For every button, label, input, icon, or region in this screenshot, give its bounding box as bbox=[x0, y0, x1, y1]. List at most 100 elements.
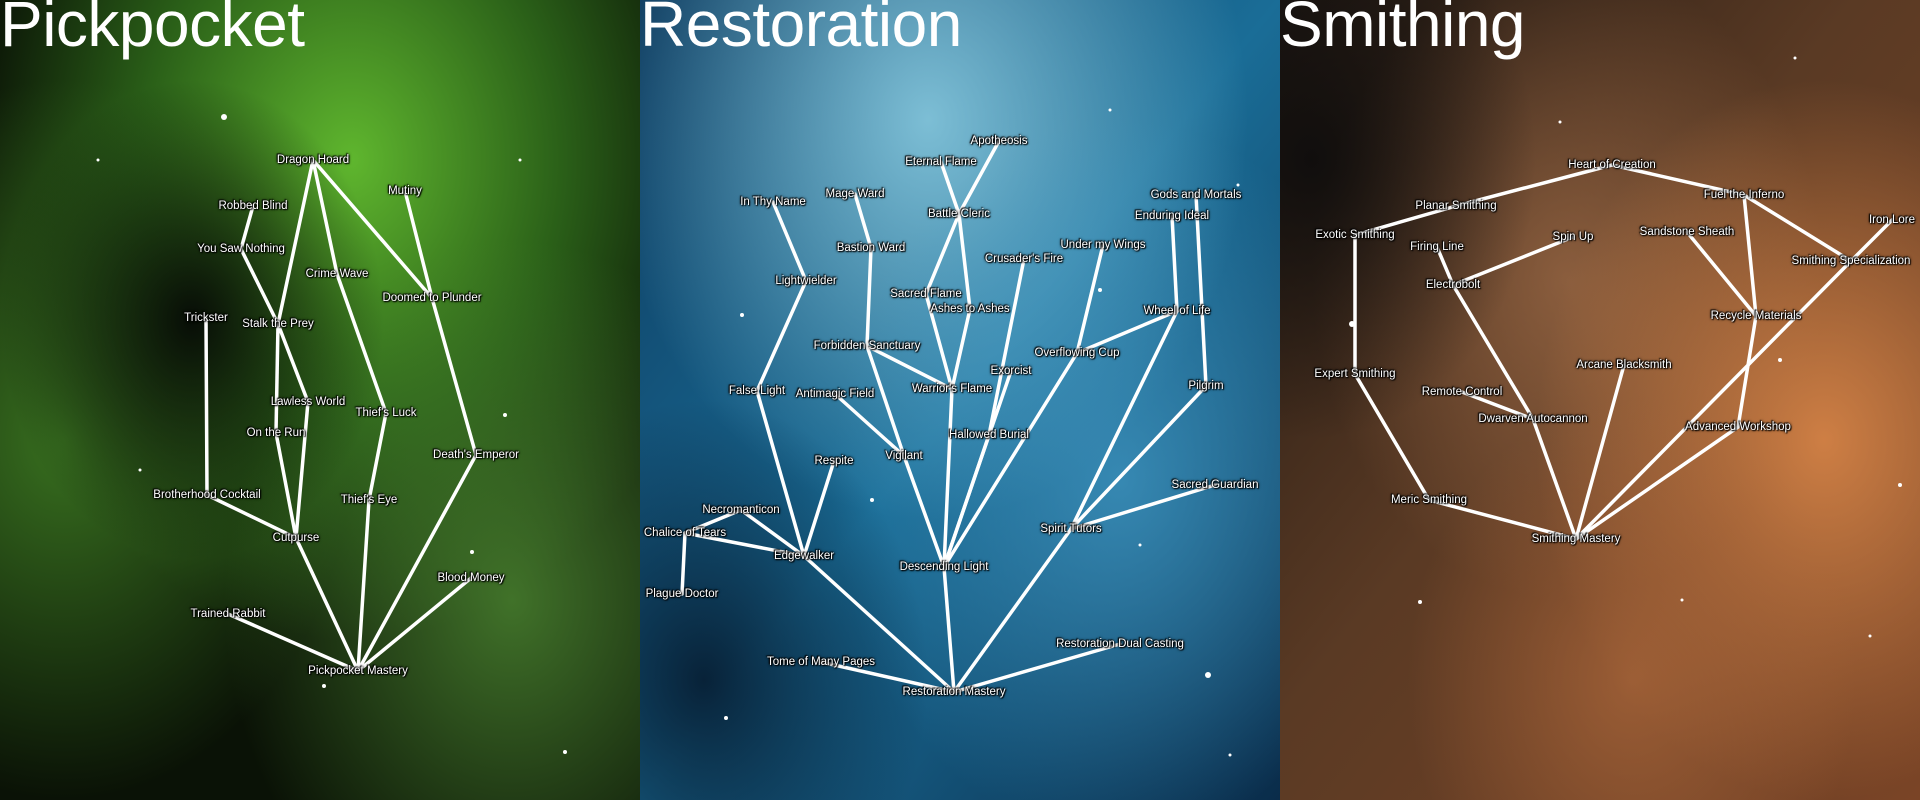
perk-exorcist[interactable]: Exorcist bbox=[990, 365, 1032, 377]
perk-you-saw-nothing[interactable]: You Saw Nothing bbox=[197, 243, 285, 255]
perk-overflowing-cup[interactable]: Overflowing Cup bbox=[1034, 347, 1120, 359]
perk-link bbox=[952, 527, 1073, 694]
perk-meric-smithing[interactable]: Meric Smithing bbox=[1390, 494, 1468, 506]
perk-expert-smithing[interactable]: Expert Smithing bbox=[1314, 368, 1396, 380]
perk-thiefs-luck[interactable]: Thief's Luck bbox=[355, 407, 417, 419]
perk-spin-up[interactable]: Spin Up bbox=[1552, 231, 1594, 243]
perk-recycle-materials[interactable]: Recycle Materials bbox=[1710, 310, 1802, 322]
perk-cutpurse[interactable]: Cutpurse bbox=[272, 532, 320, 544]
perk-link bbox=[683, 508, 743, 535]
perk-vigilant[interactable]: Vigilant bbox=[885, 450, 923, 462]
perk-ashes-to-ashes[interactable]: Ashes to Ashes bbox=[930, 303, 1010, 315]
perk-robbed-blind[interactable]: Robbed Blind bbox=[218, 200, 288, 212]
pickpocket-nebula-background bbox=[0, 0, 640, 800]
perk-edgewalker[interactable]: Edgewalker bbox=[773, 550, 835, 562]
perk-link bbox=[1454, 163, 1614, 208]
perk-link bbox=[1075, 309, 1179, 355]
star bbox=[518, 158, 522, 162]
perk-sandstone-sheath[interactable]: Sandstone Sheath bbox=[1639, 226, 1735, 238]
perk-eternal-flame[interactable]: Eternal Flame bbox=[905, 156, 977, 168]
perk-thiefs-eye[interactable]: Thief's Eye bbox=[340, 494, 398, 506]
perk-dragon-hoard[interactable]: Dragon Hoard bbox=[276, 154, 350, 166]
perk-mage-ward[interactable]: Mage Ward bbox=[825, 188, 885, 200]
perk-lightwielder[interactable]: Lightwielder bbox=[775, 275, 837, 287]
perk-antimagic-field[interactable]: Antimagic Field bbox=[795, 388, 875, 400]
tree-title: Pickpocket bbox=[0, 0, 305, 60]
perk-plague-doctor[interactable]: Plague Doctor bbox=[645, 588, 719, 600]
perk-crusaders-fire[interactable]: Crusader's Fire bbox=[984, 253, 1064, 265]
perk-fuel-the-inferno[interactable]: Fuel the Inferno bbox=[1703, 189, 1785, 201]
perk-crime-wave[interactable]: Crime Wave bbox=[305, 268, 369, 280]
perk-stalk-the-prey[interactable]: Stalk the Prey bbox=[242, 318, 314, 330]
star bbox=[724, 716, 728, 720]
perk-sacred-flame[interactable]: Sacred Flame bbox=[890, 288, 962, 300]
perk-lawless-world[interactable]: Lawless World bbox=[270, 396, 346, 408]
perk-necromanticon[interactable]: Necromanticon bbox=[702, 504, 780, 516]
perk-link bbox=[1451, 235, 1575, 287]
perk-link bbox=[274, 322, 280, 435]
perk-pickpocket-mastery[interactable]: Pickpocket Mastery bbox=[308, 665, 408, 677]
perk-link bbox=[430, 296, 478, 457]
perk-electrobolt[interactable]: Electrobolt bbox=[1425, 279, 1481, 291]
perk-link bbox=[952, 642, 1122, 694]
star bbox=[1778, 358, 1782, 362]
perk-apotheosis[interactable]: Apotheosis bbox=[970, 135, 1028, 147]
perk-deaths-emperor[interactable]: Death's Emperor bbox=[433, 449, 519, 461]
star bbox=[1228, 753, 1232, 757]
pickpocket-perk-links bbox=[204, 158, 478, 673]
perk-respite[interactable]: Respite bbox=[814, 455, 854, 467]
perk-warriors-flame[interactable]: Warrior's Flame bbox=[911, 383, 993, 395]
perk-spirit-tutors[interactable]: Spirit Tutors bbox=[1040, 523, 1102, 535]
perk-blood-money[interactable]: Blood Money bbox=[437, 572, 505, 584]
perk-in-thy-name[interactable]: In Thy Name bbox=[740, 196, 806, 208]
perk-tome-of-many-pages[interactable]: Tome of Many Pages bbox=[766, 656, 876, 668]
perk-remote-control[interactable]: Remote Control bbox=[1421, 386, 1503, 398]
perk-link bbox=[939, 160, 961, 216]
perk-forbidden-sanctuary[interactable]: Forbidden Sanctuary bbox=[813, 340, 921, 352]
perk-link bbox=[311, 158, 434, 300]
perk-link bbox=[356, 453, 478, 673]
perk-gods-and-mortals[interactable]: Gods and Mortals bbox=[1150, 189, 1242, 201]
star bbox=[563, 750, 567, 754]
perk-descending-light[interactable]: Descending Light bbox=[899, 561, 989, 573]
perk-hallowed-burial[interactable]: Hallowed Burial bbox=[949, 429, 1029, 441]
perk-link bbox=[239, 247, 280, 326]
perk-under-my-wings[interactable]: Under my Wings bbox=[1060, 239, 1146, 251]
perk-doomed-to-plunder[interactable]: Doomed to Plunder bbox=[382, 292, 482, 304]
perk-false-light[interactable]: False Light bbox=[728, 385, 786, 397]
perk-battle-cleric[interactable]: Battle Cleric bbox=[928, 208, 990, 220]
perk-dwarven-autocannon[interactable]: Dwarven Autocannon bbox=[1478, 413, 1588, 425]
perk-smithing-mastery[interactable]: Smithing Mastery bbox=[1531, 533, 1621, 545]
perk-smithing-specialization[interactable]: Smithing Specialization bbox=[1791, 255, 1911, 267]
perk-link bbox=[1451, 283, 1535, 421]
perk-enduring-ideal[interactable]: Enduring Ideal bbox=[1134, 210, 1210, 222]
perk-wheel-of-life[interactable]: Wheel of Life bbox=[1143, 305, 1211, 317]
perk-arcane-blacksmith[interactable]: Arcane Blacksmith bbox=[1576, 359, 1672, 371]
perk-bastion-ward[interactable]: Bastion Ward bbox=[836, 242, 906, 254]
perk-link bbox=[802, 554, 956, 694]
perk-link bbox=[987, 257, 1026, 437]
perk-restoration-dual-casting[interactable]: Restoration Dual Casting bbox=[1056, 638, 1184, 650]
perk-restoration-mastery[interactable]: Restoration Mastery bbox=[902, 686, 1006, 698]
perk-mutiny[interactable]: Mutiny bbox=[388, 185, 422, 197]
perk-on-the-run[interactable]: On the Run bbox=[246, 427, 306, 439]
perk-trickster[interactable]: Trickster bbox=[184, 312, 228, 324]
perk-planar-smithing[interactable]: Planar Smithing bbox=[1415, 200, 1497, 212]
perk-link bbox=[1069, 309, 1179, 531]
perk-link bbox=[1460, 390, 1535, 421]
perk-brotherhood-cocktail[interactable]: Brotherhood Cocktail bbox=[153, 489, 261, 501]
perk-link bbox=[942, 351, 1079, 569]
perk-exotic-smithing[interactable]: Exotic Smithing bbox=[1315, 229, 1395, 241]
perk-heart-of-creation[interactable]: Heart of Creation bbox=[1568, 159, 1656, 171]
perk-link bbox=[924, 212, 961, 296]
perk-trained-rabbit[interactable]: Trained Rabbit bbox=[190, 608, 266, 620]
perk-chalice-of-tears[interactable]: Chalice of Tears bbox=[643, 527, 727, 539]
perk-advanced-workshop[interactable]: Advanced Workshop bbox=[1685, 421, 1791, 433]
perk-firing-line[interactable]: Firing Line bbox=[1410, 241, 1464, 253]
perk-link bbox=[1574, 259, 1853, 541]
perk-link bbox=[924, 292, 954, 391]
perk-iron-lore[interactable]: Iron Lore bbox=[1868, 214, 1916, 226]
perk-pilgrim[interactable]: Pilgrim bbox=[1188, 380, 1224, 392]
perk-sacred-guardian[interactable]: Sacred Guardian bbox=[1171, 479, 1259, 491]
